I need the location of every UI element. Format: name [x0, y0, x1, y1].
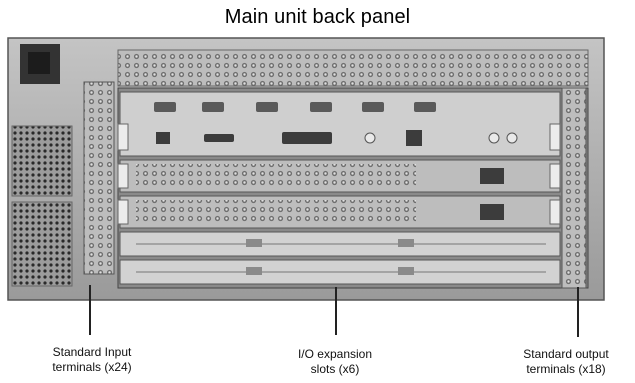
callout-label-standard-input: Standard Input terminals (x24) [22, 345, 162, 375]
callout-line-output [577, 287, 579, 337]
callout-expansion-line1: I/O expansion [297, 347, 373, 361]
callout-output-line1: Standard output [523, 347, 609, 361]
vent-grille-bottom [11, 201, 73, 287]
callout-output-line2: terminals (x18) [526, 362, 606, 376]
top-terminal-strip [117, 49, 589, 87]
callout-input-line2: terminals (x24) [52, 360, 132, 374]
standard-input-terminal-block [83, 81, 115, 275]
vent-grille-top [11, 125, 73, 197]
cpu-card [119, 91, 561, 157]
back-panel-illustration [7, 37, 605, 301]
callout-expansion-line2: slots (x6) [310, 362, 360, 376]
title-back-panel: back panel [312, 6, 411, 28]
title-main-unit: Main unit [224, 6, 307, 28]
callout-input-line1: Standard Input [52, 345, 132, 359]
standard-output-terminal-block [561, 87, 587, 289]
callout-label-standard-output: Standard output terminals (x18) [500, 347, 632, 377]
diagram-title: Main unit back panel [0, 6, 635, 29]
callout-line-input [89, 285, 91, 335]
callout-line-expansion [335, 287, 337, 335]
callout-label-io-expansion: I/O expansion slots (x6) [270, 347, 400, 377]
